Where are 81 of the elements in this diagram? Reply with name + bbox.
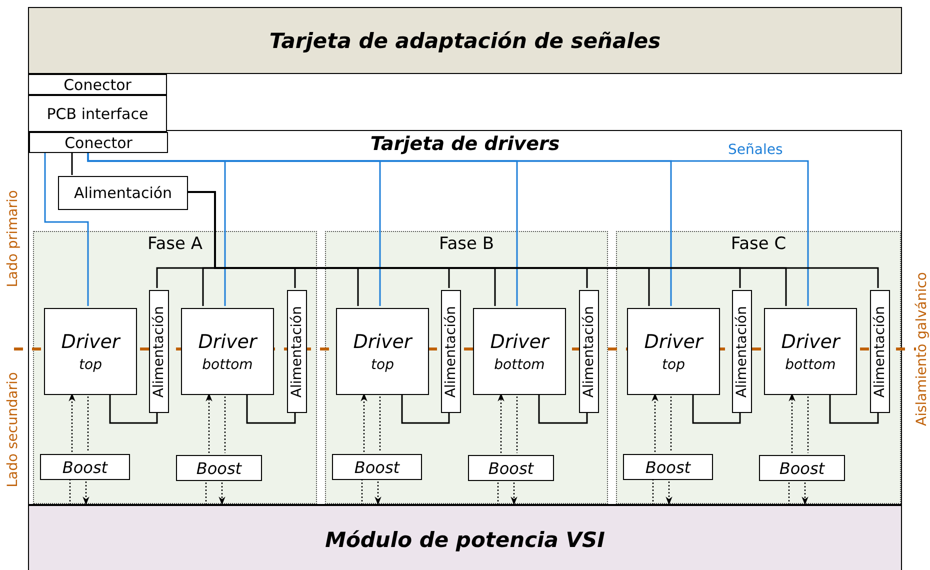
- boost-box: [468, 455, 554, 481]
- phase-title: Fase B: [438, 234, 494, 254]
- boost-box: [40, 454, 130, 480]
- box-label: Alimentación: [151, 306, 167, 398]
- interface-board-box: [28, 95, 167, 132]
- connector-line: [71, 152, 73, 175]
- box-label: Conector: [64, 134, 132, 152]
- phase-region: [325, 231, 608, 504]
- box-label: PCB interface: [46, 104, 148, 122]
- power-supply-box: [287, 290, 307, 413]
- boost-box: [759, 455, 845, 481]
- connector-line: [692, 393, 741, 424]
- board-frame: [28, 130, 902, 505]
- driver-title: Driver: [644, 330, 703, 352]
- connector-box: [28, 74, 167, 95]
- driver-box: [336, 308, 429, 395]
- driver-subtitle: top: [79, 356, 102, 372]
- connector-line: [538, 393, 588, 424]
- driver-title: Driver: [198, 330, 257, 352]
- dotted-arrow: [68, 393, 76, 452]
- phase-title: Fase C: [730, 234, 786, 254]
- box-label: Boost: [488, 458, 534, 478]
- phase-region: [33, 231, 317, 504]
- connector-line: [87, 152, 809, 306]
- driver-title: Driver: [61, 330, 120, 352]
- signal-label: Señales: [728, 142, 783, 158]
- phase-title: Fase A: [148, 234, 202, 254]
- side-label: Lado primario: [5, 190, 21, 288]
- box-label: Alimentación: [872, 306, 888, 398]
- driver-title: Driver: [353, 330, 412, 352]
- box-label: Boost: [62, 458, 108, 476]
- board-band: [28, 505, 902, 570]
- power-supply-box: [579, 290, 599, 413]
- power-supply-box: [732, 290, 752, 413]
- power-supply-box: [441, 290, 461, 413]
- phase-region: [616, 231, 901, 504]
- box-label: Alimentación: [74, 184, 172, 202]
- connector-line: [109, 393, 158, 424]
- driver-box: [764, 308, 857, 395]
- side-label: Lado secundario: [5, 372, 21, 488]
- driver-box: [44, 308, 137, 395]
- driver-subtitle: bottom: [202, 356, 253, 372]
- barrier-label: Aislamiento galvánico: [914, 272, 930, 426]
- power-supply-box: [870, 290, 890, 413]
- driver-title: Driver: [781, 330, 840, 352]
- power-supply-box: [149, 290, 169, 413]
- box-label: Boost: [196, 458, 242, 478]
- driver-title: Driver: [490, 330, 549, 352]
- connector-line: [829, 393, 879, 424]
- connector-line: [246, 393, 296, 424]
- box-label: Alimentación: [734, 306, 750, 398]
- box-label: Boost: [779, 458, 825, 478]
- board-title: Tarjeta de adaptación de señales: [269, 28, 661, 52]
- power-supply-box: [58, 176, 188, 210]
- driver-box: [181, 308, 274, 395]
- box-label: Boost: [354, 458, 400, 476]
- connector-line: [44, 152, 89, 306]
- driver-subtitle: top: [662, 356, 685, 372]
- board-title: Tarjeta de drivers: [370, 133, 560, 155]
- board-title: Módulo de potencia VSI: [325, 528, 605, 552]
- dotted-arrow: [498, 393, 504, 453]
- boost-box: [623, 454, 713, 480]
- boost-box: [176, 455, 262, 481]
- driver-subtitle: top: [371, 356, 394, 372]
- dotted-arrow: [788, 393, 796, 453]
- connector-box: [29, 132, 168, 153]
- driver-subtitle: bottom: [494, 356, 545, 372]
- dotted-arrow: [206, 393, 212, 453]
- driver-box: [627, 308, 720, 395]
- boost-box: [332, 454, 422, 480]
- box-label: Alimentación: [581, 306, 597, 398]
- driver-box: [473, 308, 566, 395]
- box-label: Alimentación: [443, 306, 459, 398]
- dotted-arrow: [360, 393, 368, 452]
- connector-line: [401, 393, 450, 424]
- driver-subtitle: bottom: [785, 356, 836, 372]
- box-label: Conector: [64, 76, 132, 94]
- board-band: [28, 7, 902, 74]
- box-label: Alimentación: [289, 306, 305, 398]
- box-label: Boost: [645, 458, 691, 476]
- dotted-arrow: [652, 393, 658, 452]
